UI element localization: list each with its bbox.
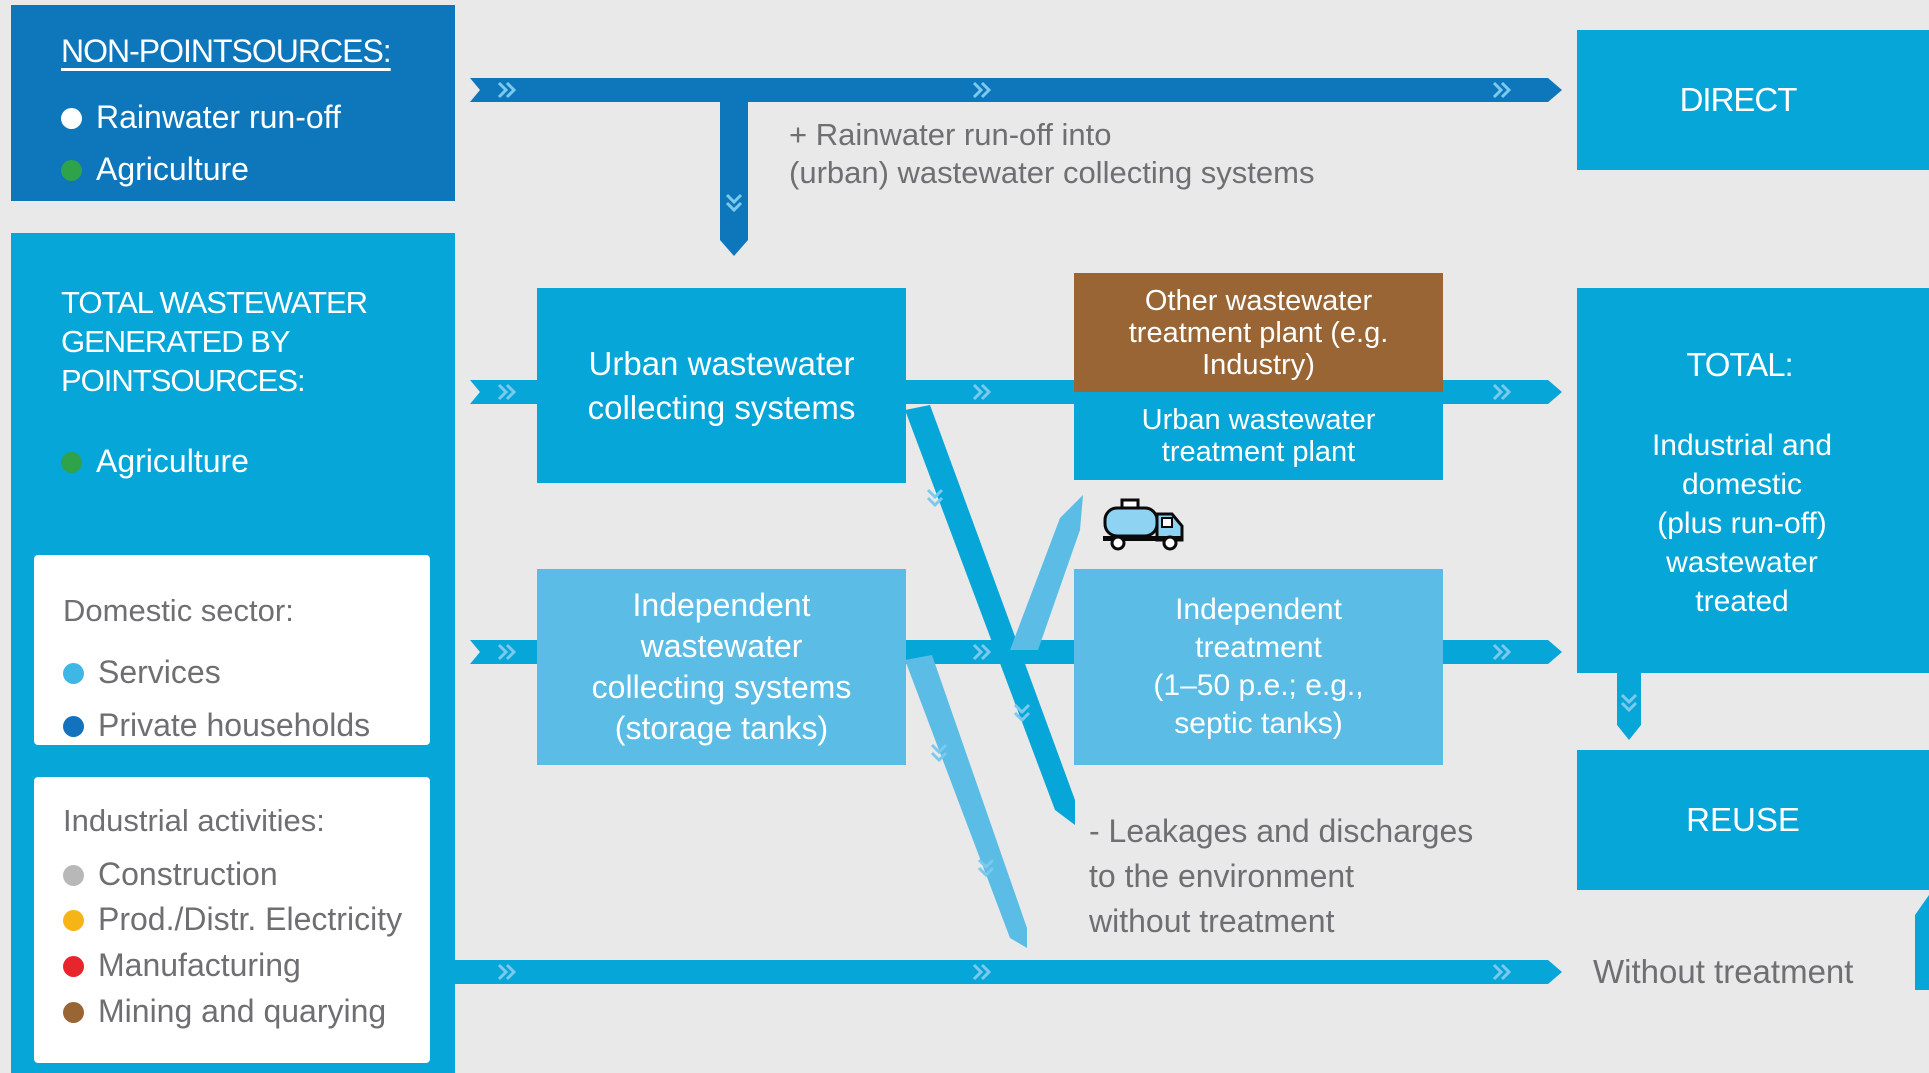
- point-sources-box: TOTAL WASTEWATER GENERATED BY POINTSOURC…: [11, 233, 455, 1073]
- independent-collecting-systems-node: Independent wastewater collecting system…: [537, 569, 906, 765]
- electricity-dot: [63, 910, 84, 931]
- arrow-total-to-reuse: [1617, 670, 1641, 740]
- legend-manufacturing: Manufacturing: [63, 949, 301, 981]
- tanker-truck-icon: [1103, 498, 1184, 551]
- legend-services: Services: [63, 656, 221, 688]
- industrial-activities-title: Industrial activities:: [63, 803, 325, 838]
- reuse-node: REUSE: [1577, 750, 1929, 890]
- construction-dot: [63, 865, 84, 886]
- urban-collecting-systems-node: Urban wastewater collecting systems: [537, 288, 906, 483]
- total-title: TOTAL:: [1686, 346, 1793, 383]
- rainwater-note: + Rainwater run-off into (urban) wastewa…: [789, 117, 1315, 190]
- arrow-reuse-edge: [1915, 895, 1929, 990]
- without-treatment-label: Without treatment: [1593, 953, 1854, 990]
- legend-agriculture-point: Agriculture: [61, 445, 249, 477]
- mining-dot: [63, 1002, 84, 1023]
- total-body: Industrial and domestic (plus run-off) w…: [1651, 429, 1833, 618]
- point-sources-title: TOTAL WASTEWATER GENERATED BY POINTSOURC…: [61, 285, 368, 398]
- arrow-without-treatment: [455, 960, 1562, 984]
- legend-construction: Construction: [63, 858, 278, 890]
- legend-mining: Mining and quarying: [63, 995, 386, 1027]
- urban-treatment-plant-node: Urban wastewater treatment plant: [1074, 392, 1443, 480]
- services-dot: [63, 663, 84, 684]
- total-node: TOTAL: Industrial and domestic (plus run…: [1577, 288, 1929, 673]
- legend-rainwater: Rainwater run-off: [61, 101, 341, 133]
- domestic-sector-panel: Domestic sector: Services Private househ…: [34, 555, 430, 745]
- non-point-sources-box: NON-POINTSOURCES: Rainwater run-off Agri…: [11, 5, 455, 201]
- arrow-urban-leakage: [905, 405, 1075, 825]
- leakage-note: - Leakages and discharges to the environ…: [1089, 813, 1474, 939]
- private-households-dot: [63, 716, 84, 737]
- agriculture-dot: [61, 452, 82, 473]
- arrow-truck-transfer: [1010, 495, 1083, 650]
- rainwater-dot: [61, 108, 82, 129]
- domestic-sector-title: Domestic sector:: [63, 593, 294, 628]
- direct-node: DIRECT: [1577, 30, 1929, 170]
- other-treatment-plant-node: Other wastewater treatment plant (e.g. I…: [1074, 273, 1443, 392]
- legend-electricity: Prod./Distr. Electricity: [63, 903, 402, 935]
- arrow-independent-leakage: [905, 655, 1027, 948]
- industrial-activities-panel: Industrial activities: Construction Prod…: [34, 777, 430, 1063]
- arrow-rainwater-down: [720, 100, 748, 256]
- manufacturing-dot: [63, 956, 84, 977]
- legend-private-households: Private households: [63, 709, 370, 741]
- independent-treatment-node: Independent treatment (1–50 p.e.; e.g., …: [1074, 569, 1443, 765]
- non-point-sources-title: NON-POINTSOURCES:: [61, 33, 392, 69]
- agriculture-dot: [61, 160, 82, 181]
- arrow-nonpoint-to-direct: [470, 78, 1562, 102]
- legend-agriculture-nonpoint: Agriculture: [61, 153, 249, 185]
